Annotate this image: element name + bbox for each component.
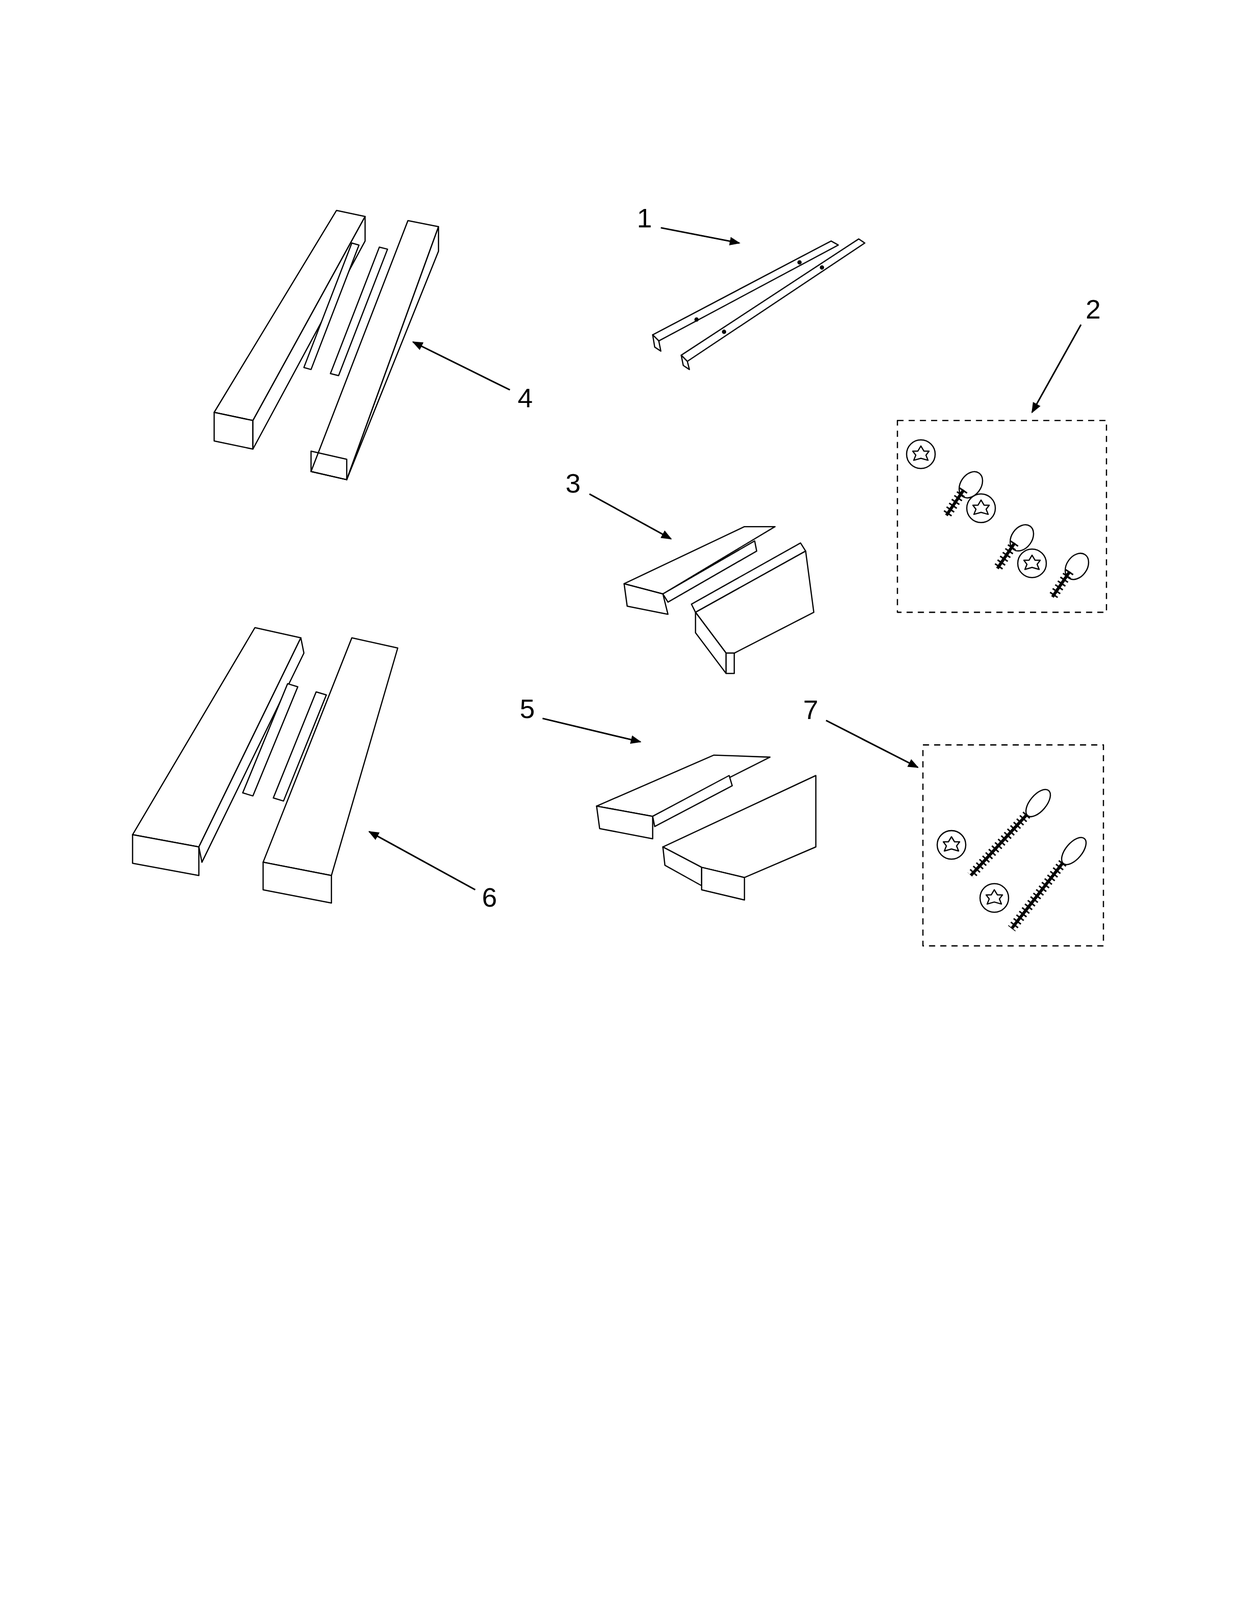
brackets-3 bbox=[624, 526, 814, 674]
callout-number: 1 bbox=[636, 204, 652, 232]
leader-lines bbox=[369, 227, 1082, 890]
callout-number: 6 bbox=[481, 883, 497, 911]
callout-number: 2 bbox=[1085, 295, 1101, 323]
screws-7 bbox=[922, 744, 1104, 946]
callout-number: 7 bbox=[803, 696, 819, 724]
callout-number: 5 bbox=[519, 695, 535, 723]
callout-number: 3 bbox=[565, 469, 581, 497]
brackets-5 bbox=[596, 754, 816, 900]
filler-bars-6 bbox=[132, 627, 398, 903]
screws-2 bbox=[897, 420, 1107, 613]
callout-number: 4 bbox=[517, 384, 533, 412]
channels-1 bbox=[652, 238, 866, 370]
filler-bars-4 bbox=[214, 210, 439, 480]
